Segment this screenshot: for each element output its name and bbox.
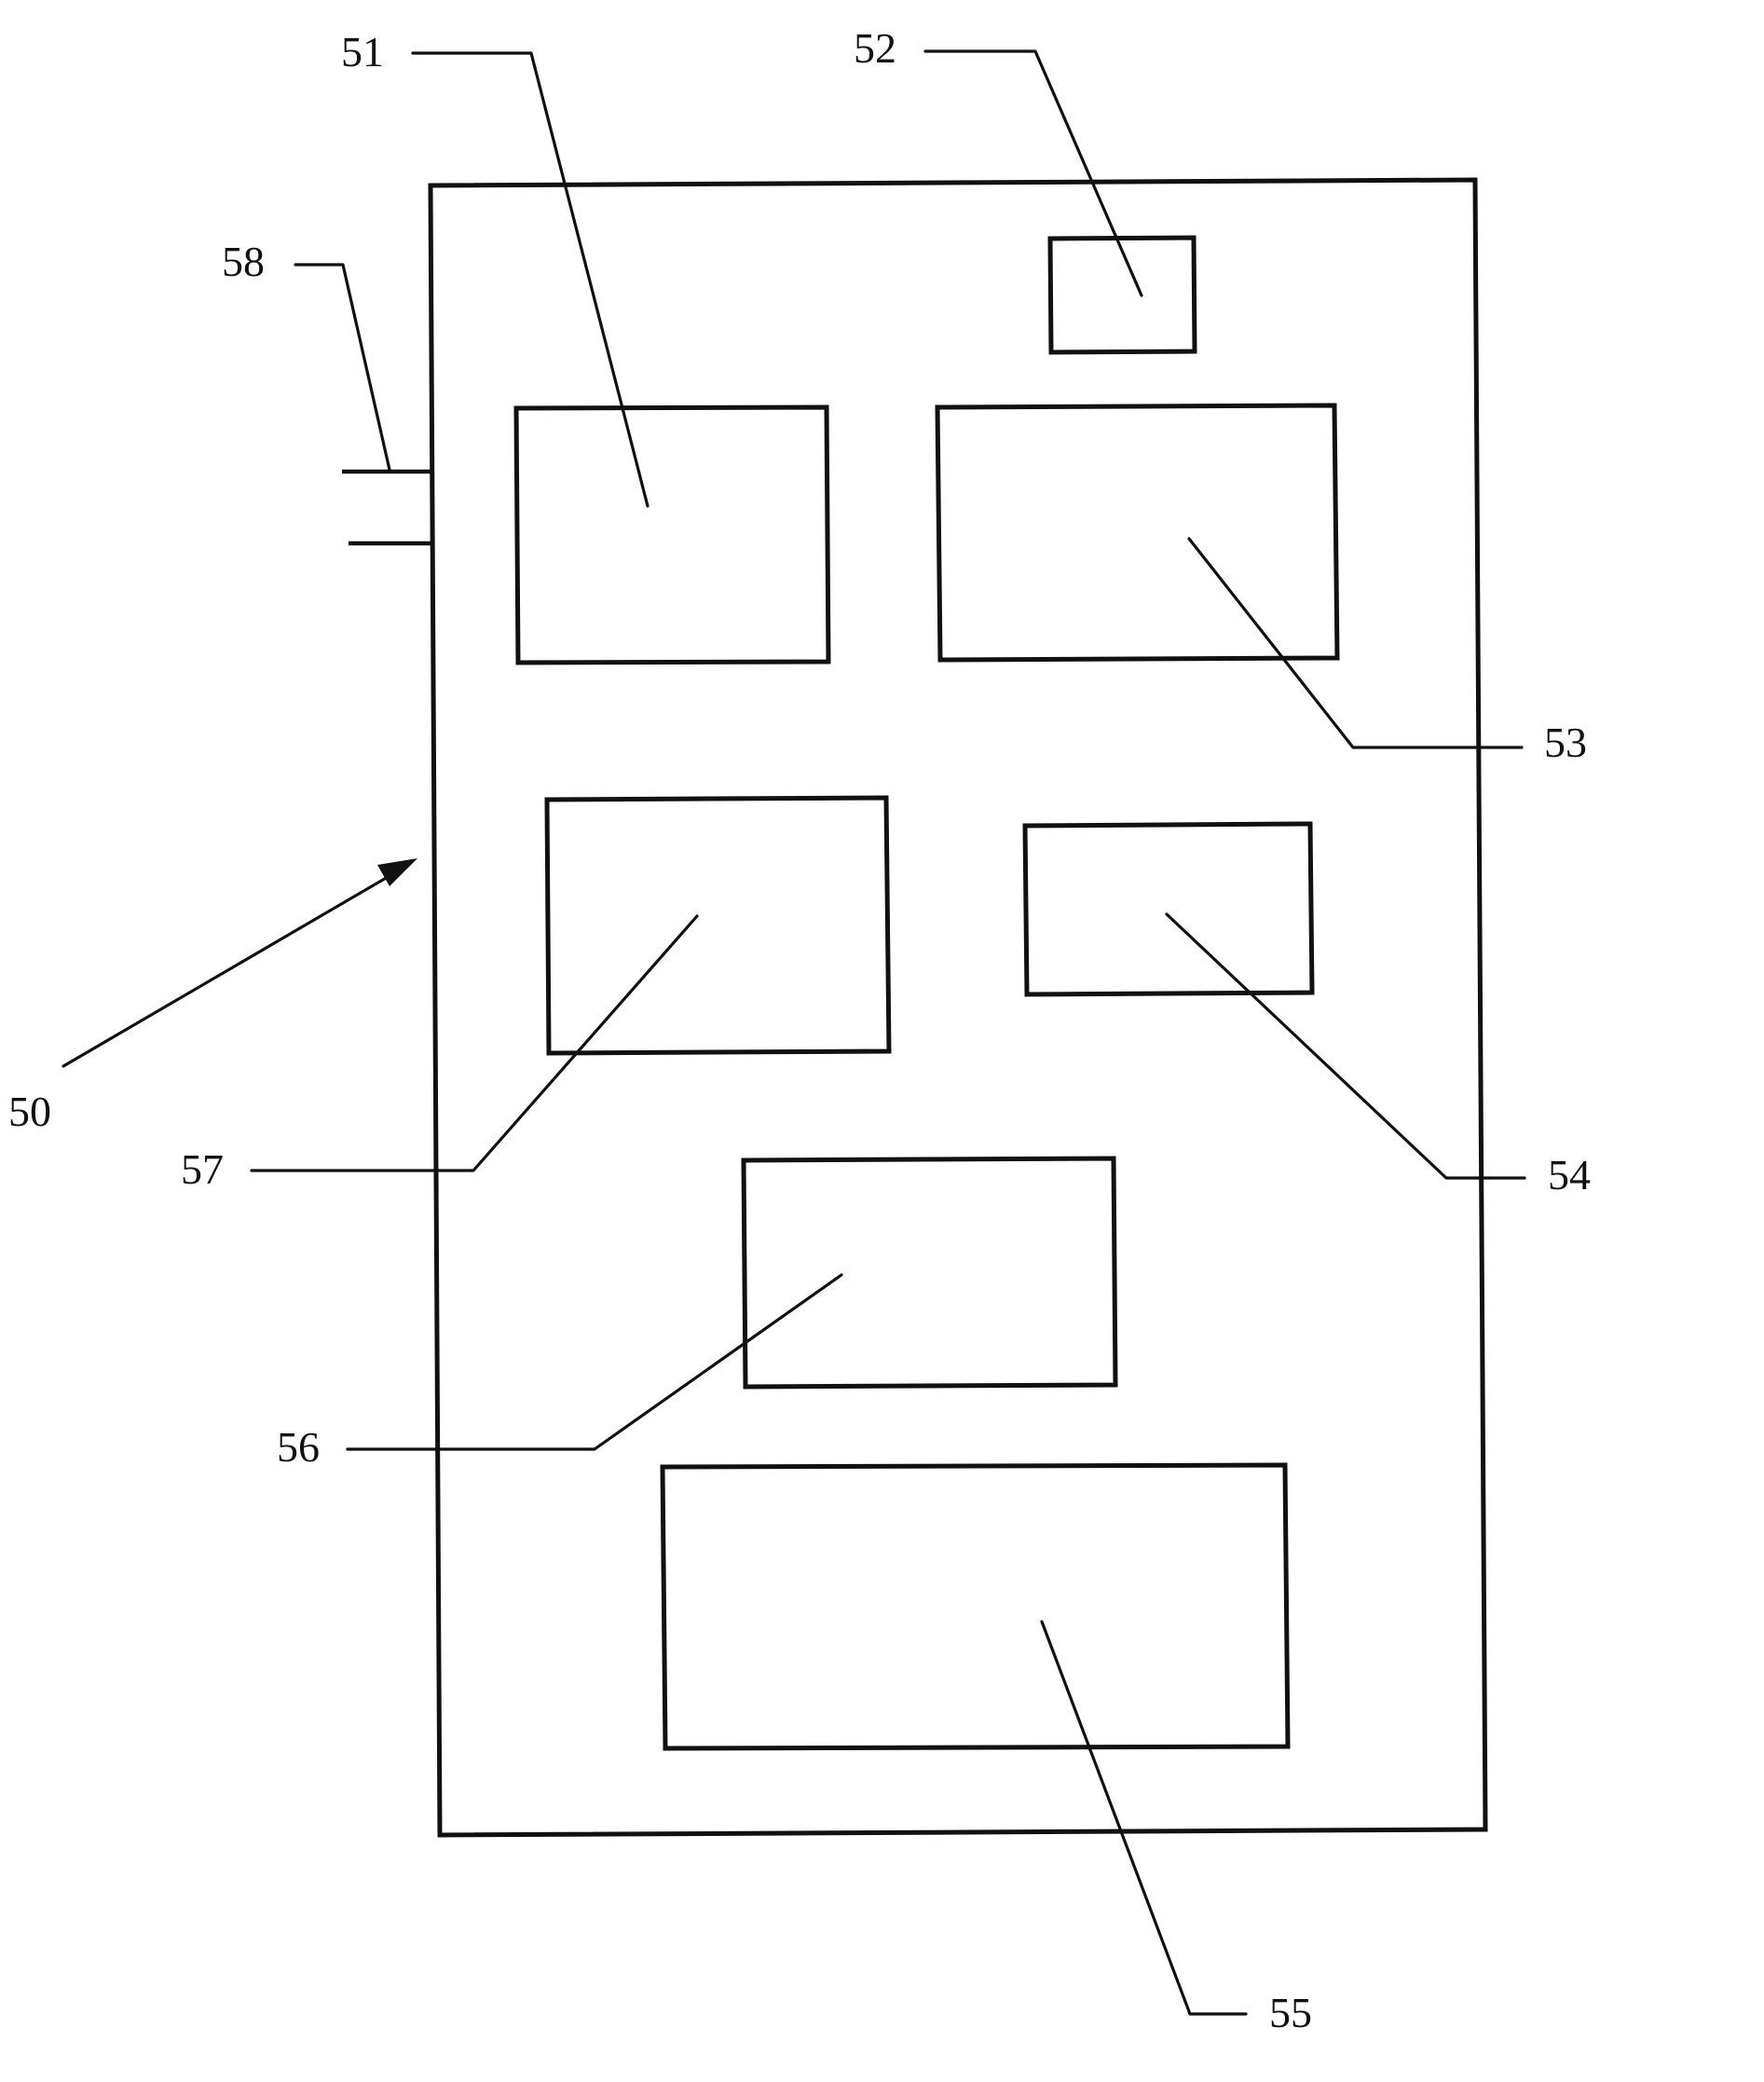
- label-54: 54: [1548, 1151, 1591, 1199]
- leader-line-51: [413, 53, 648, 506]
- device-housing: [431, 180, 1485, 1835]
- label-55: 55: [1269, 1989, 1312, 2036]
- device-pointer-arrowhead: [377, 858, 417, 886]
- leader-line-54: [1167, 914, 1525, 1178]
- component-box-54: [1025, 824, 1312, 994]
- component-box-55: [663, 1465, 1288, 1748]
- component-box-56: [744, 1158, 1115, 1387]
- device-pointer-arrow-shaft: [63, 870, 399, 1066]
- leader-line-53: [1189, 539, 1522, 747]
- component-box-57: [547, 798, 889, 1053]
- label-57: 57: [181, 1145, 224, 1193]
- leader-line-58: [295, 265, 390, 470]
- component-box-53: [937, 405, 1337, 660]
- component-box-51: [516, 407, 828, 663]
- label-51: 51: [341, 28, 384, 75]
- label-52: 52: [854, 24, 896, 72]
- label-53: 53: [1544, 719, 1587, 766]
- leader-line-57: [252, 916, 697, 1171]
- leader-line-56: [348, 1275, 841, 1449]
- label-50: 50: [8, 1088, 51, 1135]
- leader-line-55: [1042, 1622, 1246, 2014]
- label-56: 56: [277, 1423, 320, 1471]
- leader-line-52: [925, 51, 1142, 295]
- label-58: 58: [222, 238, 265, 285]
